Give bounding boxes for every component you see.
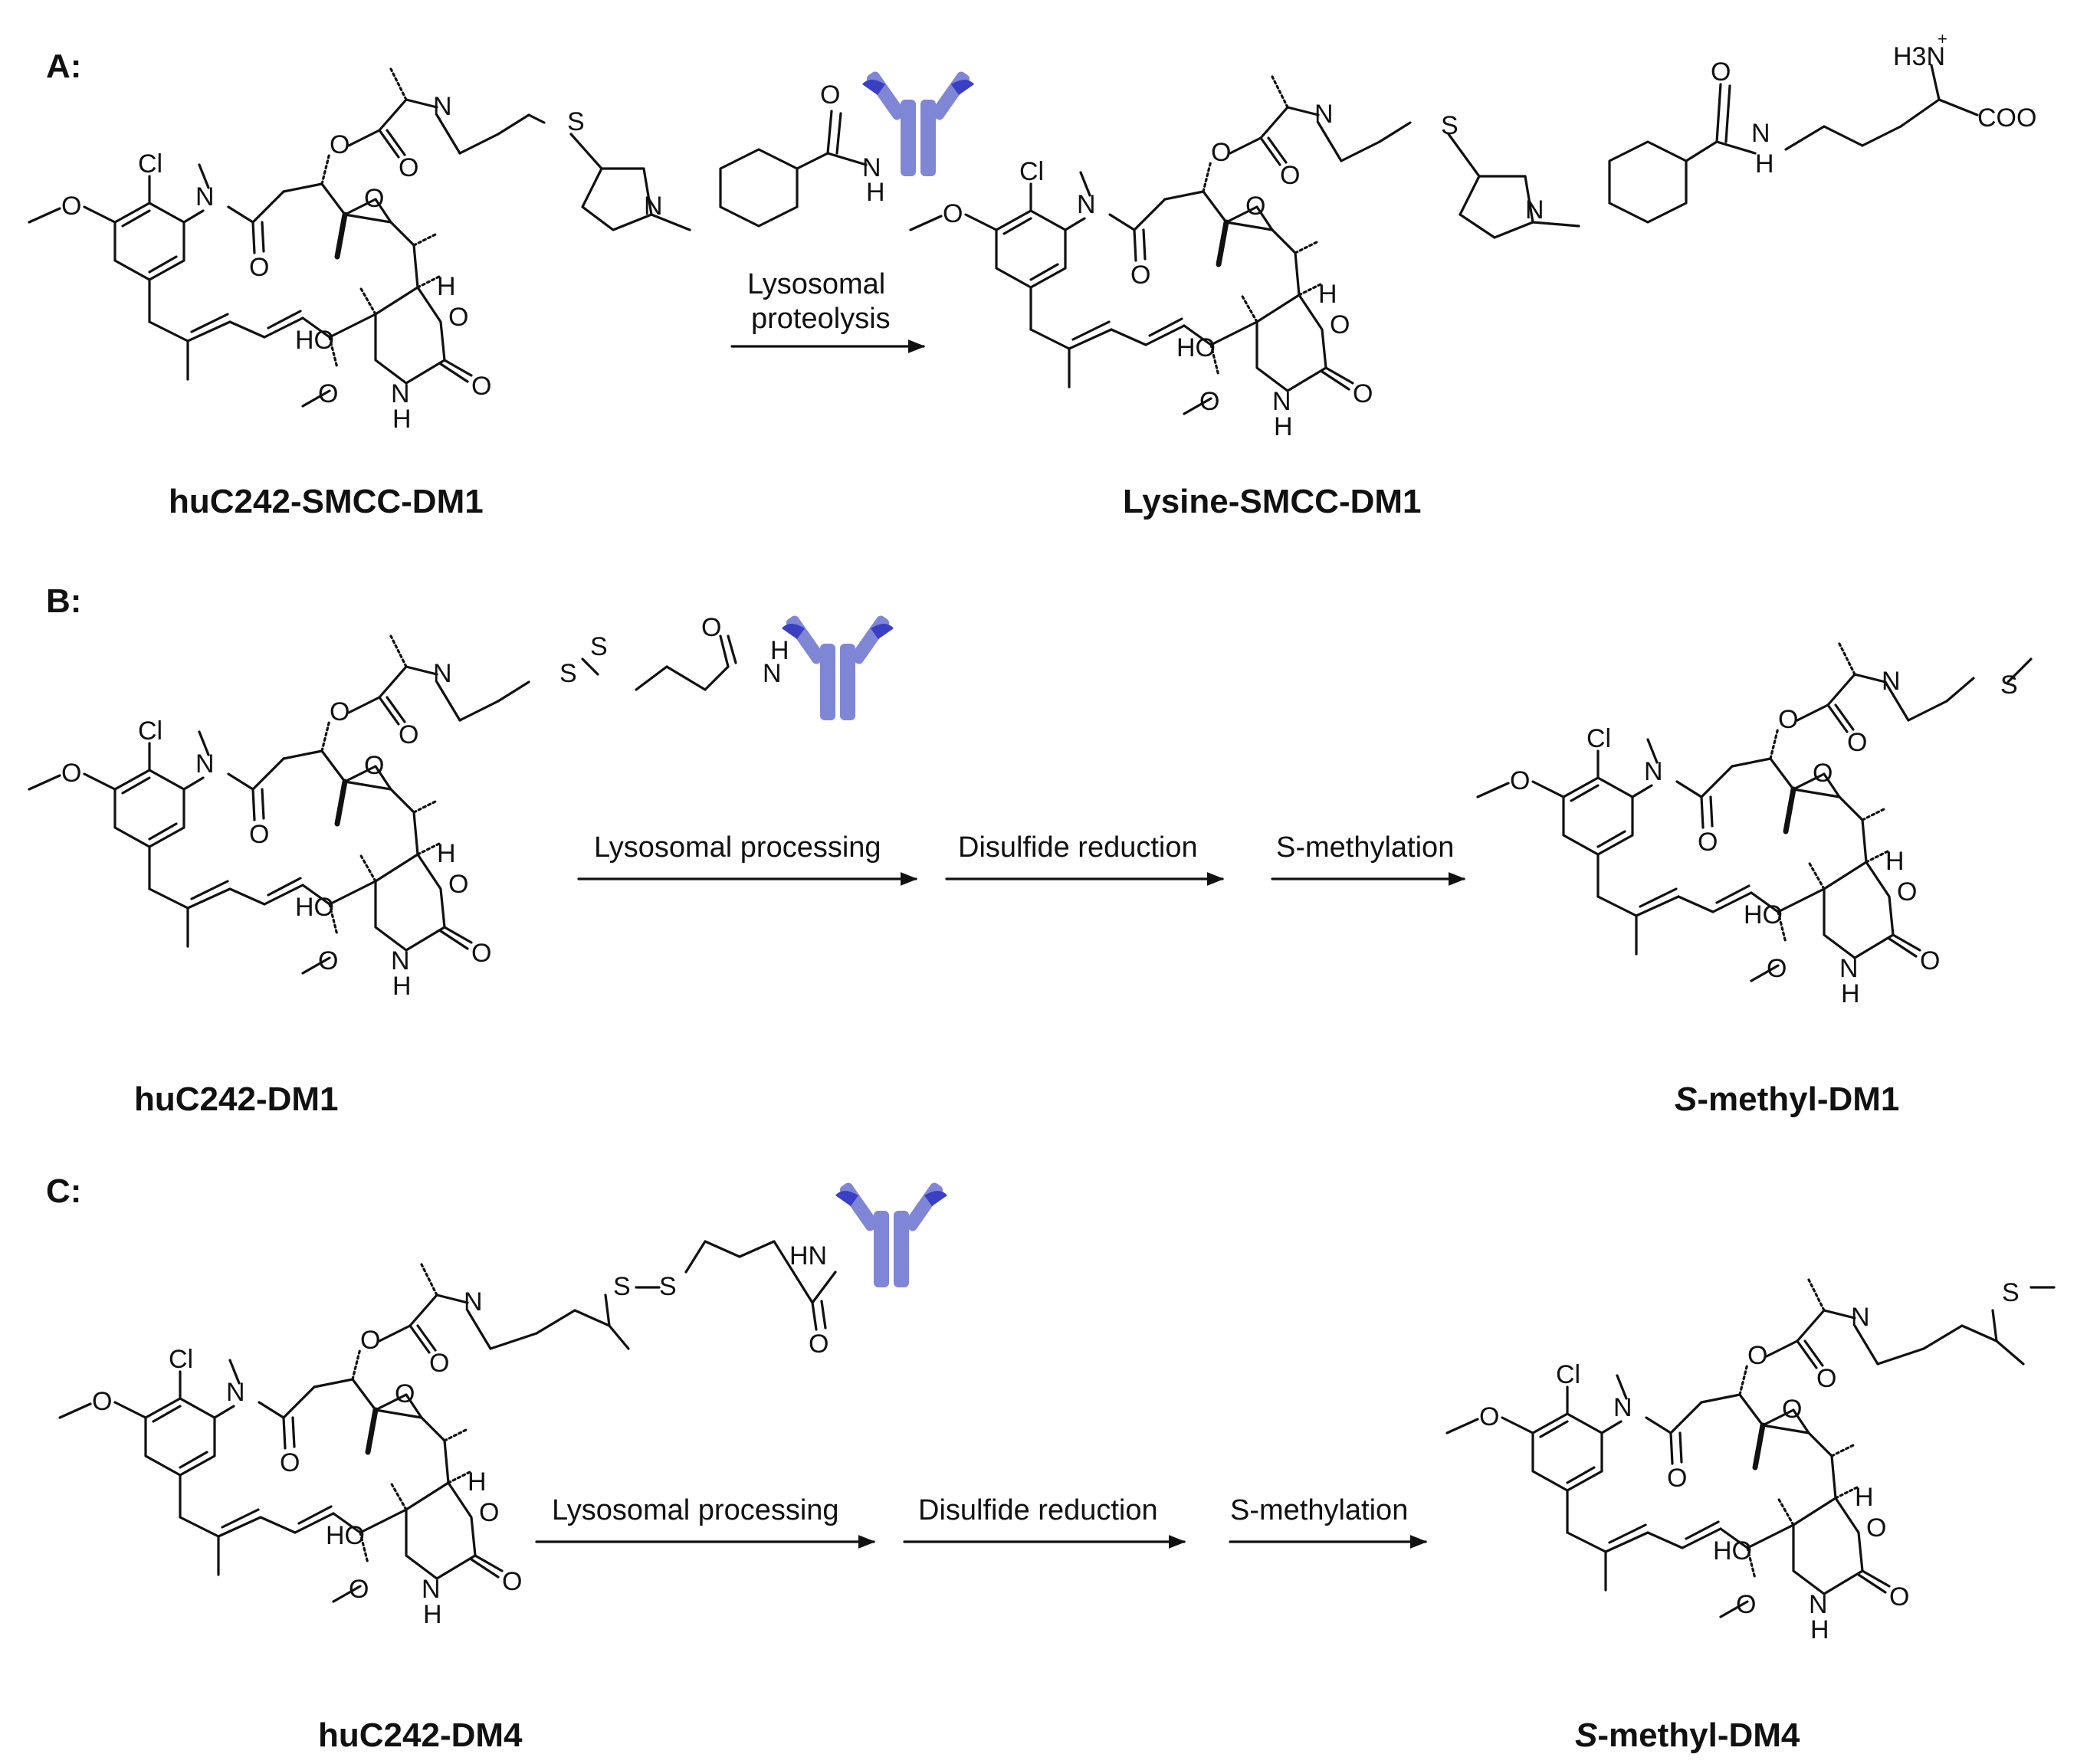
core-c-left <box>60 1264 522 1629</box>
step-b-1: Lysosomal processing <box>594 831 881 864</box>
s-atom: S <box>559 659 577 688</box>
o-atom: O <box>1711 57 1731 87</box>
s-atom: S <box>659 1272 677 1301</box>
o-atom: O <box>820 80 840 110</box>
s-atom: S <box>1441 111 1458 140</box>
h-atom: H <box>866 178 885 207</box>
s-italic-prefix: S <box>1575 1716 1598 1754</box>
s-italic-prefix: S <box>1675 1080 1698 1118</box>
s-atom: S <box>567 107 585 136</box>
compound-s-methyl-dm1: S-methyl-DM1 <box>1675 1080 1899 1119</box>
panel-b-letter: B: <box>46 582 82 620</box>
n-atom: N <box>862 153 881 182</box>
compound-huc242-dm1: huC242-DM1 <box>134 1080 339 1118</box>
core-c-right <box>1447 1280 1909 1644</box>
o-atom: O <box>809 1330 829 1359</box>
step-c-2: Disulfide reduction <box>918 1494 1158 1526</box>
n-atom: N <box>644 192 663 221</box>
h-atom: H <box>770 636 789 665</box>
core-a-right <box>911 77 1373 441</box>
compound-huc242-dm4: huC242-DM4 <box>318 1716 523 1754</box>
core-b-left <box>29 636 491 1001</box>
s-atom: S <box>2000 671 2018 700</box>
n-atom: N <box>763 659 782 688</box>
panel-c-letter: C: <box>46 1172 82 1210</box>
n-atom: N <box>1525 195 1544 225</box>
plus-charge: + <box>1938 29 1947 48</box>
h3n-atom: H3N <box>1893 42 1945 71</box>
o-atom: O <box>701 613 721 642</box>
compound-huc242-smcc-dm1: huC242-SMCC-DM1 <box>169 483 484 520</box>
panel-a-letter: A: <box>46 48 82 85</box>
core-a-left <box>29 69 491 434</box>
coo-atom: COO <box>1977 103 2036 133</box>
s-atom: S <box>613 1272 631 1301</box>
core-b-right <box>1478 644 1940 1008</box>
step-b-3: S-methylation <box>1276 831 1455 864</box>
step-c-3: S-methylation <box>1230 1494 1409 1526</box>
compound-lysine-smcc-dm1: Lysine-SMCC-DM1 <box>1123 483 1422 520</box>
step-c-1: Lysosomal processing <box>552 1494 839 1526</box>
s-atom: S <box>590 632 608 661</box>
s-methyl-dm4-rest: -methyl-DM4 <box>1597 1716 1800 1754</box>
step-a-line2: proteolysis <box>751 303 891 335</box>
n-atom: N <box>1751 119 1770 148</box>
s-methyl-dm1-rest: -methyl-DM1 <box>1697 1080 1900 1118</box>
hn-atom: HN <box>789 1241 827 1271</box>
s-atom: S <box>2002 1278 2020 1307</box>
step-a-line1: Lysosomal <box>747 268 886 300</box>
h-atom: H <box>1755 149 1774 179</box>
step-b-2: Disulfide reduction <box>958 831 1198 864</box>
compound-s-methyl-dm4: S-methyl-DM4 <box>1575 1716 1800 1755</box>
